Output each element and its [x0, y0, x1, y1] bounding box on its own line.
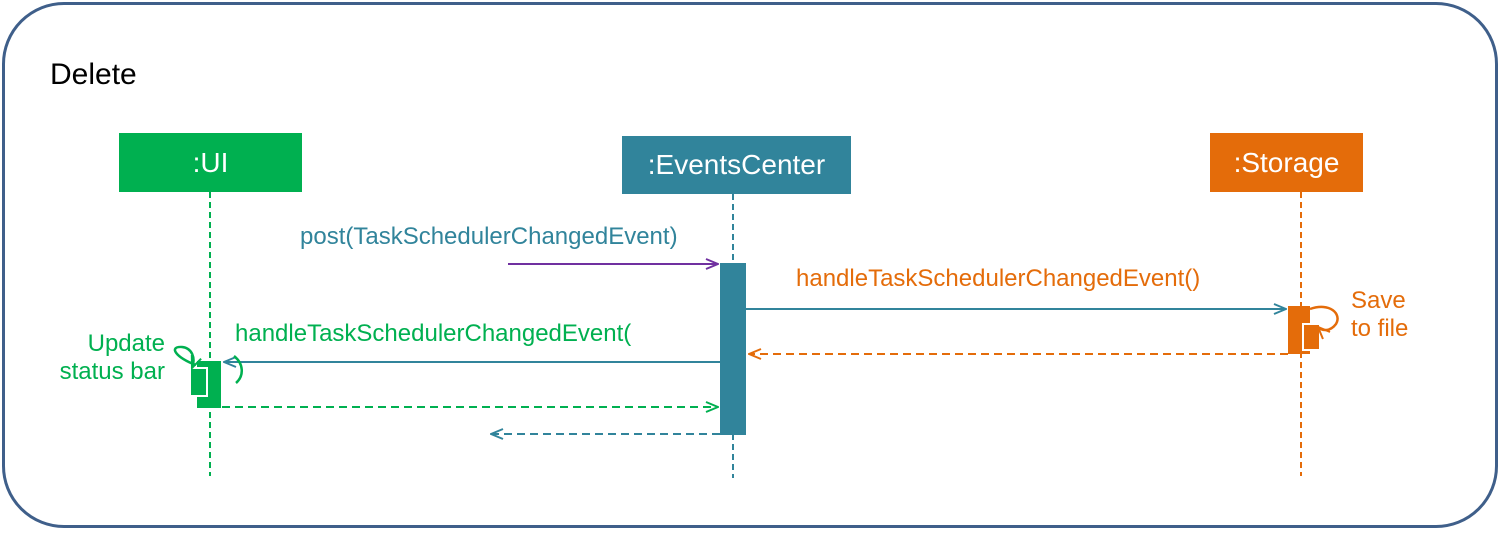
- storage-self-call-loop: [1309, 305, 1339, 330]
- storage-note-line2: to file: [1351, 314, 1409, 342]
- handle-ui-message-label: handleTaskSchedulerChangedEvent(: [235, 320, 632, 347]
- ui-return-hook: [233, 355, 243, 384]
- lifeline-eventscenter-header: :EventsCenter: [622, 136, 851, 194]
- diagram-frame: [2, 2, 1498, 528]
- lifeline-ui-label: :UI: [192, 146, 229, 178]
- storage-note-line1: Save: [1351, 287, 1406, 314]
- lifeline-storage-header: :Storage: [1210, 133, 1363, 192]
- ui-self-call-loop: [173, 345, 196, 368]
- ui-self-activation: [189, 367, 208, 397]
- lifeline-storage-label: :Storage: [1233, 146, 1340, 178]
- lifeline-ui-header: :UI: [119, 133, 302, 192]
- ui-note-line2: status bar: [59, 357, 165, 385]
- storage-self-call-note: Save to file: [1351, 287, 1408, 342]
- handle-storage-message-label: handleTaskSchedulerChangedEvent(): [796, 265, 1201, 292]
- ui-note-line1: Update: [87, 330, 165, 357]
- ui-self-call-note: Update status bar: [47, 330, 165, 385]
- eventscenter-activation-bar: [720, 263, 746, 435]
- lifeline-eventscenter-label: :EventsCenter: [647, 149, 826, 180]
- post-message-label: post(TaskSchedulerChangedEvent): [300, 223, 678, 250]
- diagram-title: Delete: [50, 58, 137, 91]
